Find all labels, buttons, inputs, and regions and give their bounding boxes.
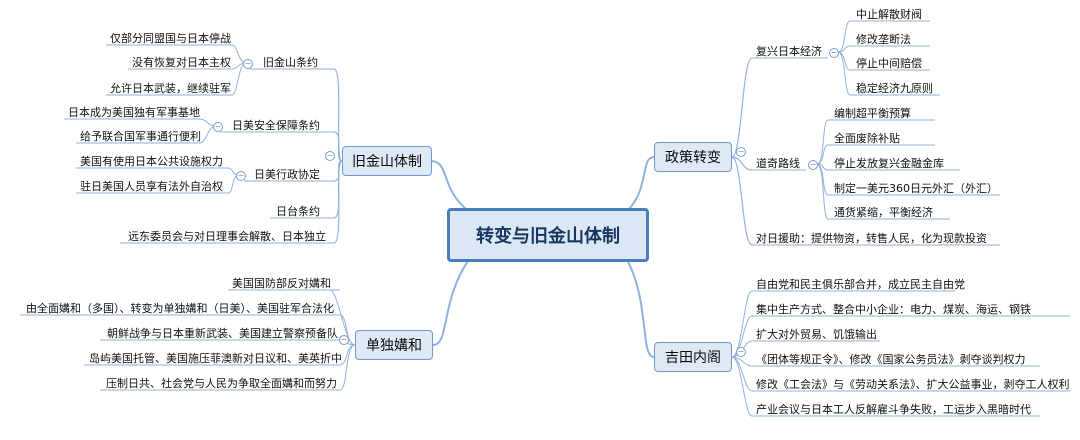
leaf-dandu-2[interactable]: 由全面媾和（多国）、转变为单独媾和（日美）、美国驻军合法化 [26,302,334,315]
main-topic-zhengce[interactable]: 政策转变 [654,142,732,172]
leaf-admin-1[interactable]: 美国有使用日本公共设施权力 [80,155,223,168]
leaf-treaty-1[interactable]: 仅部分同盟国与日本停战 [110,32,231,45]
leaf-admin-2[interactable]: 驻日美国人员享有法外自治权 [80,180,223,193]
connector-yoshida [731,356,753,392]
connector-yoshida [731,290,753,358]
leaf-dandu-4[interactable]: 岛屿美国托管、美国施压菲澳新对日议和、美英折中 [89,352,342,365]
subtopic-taiwan[interactable]: 日台条约 [276,205,320,218]
leaf-yoshida-5[interactable]: 修改《工会法》与《劳动关系法》、扩大公益事业，剥夺工人权利 [756,378,1070,391]
collapse-toggle-icon[interactable]: − [243,59,253,69]
connector-zhengce [731,156,753,171]
connector-zhengce [731,57,753,158]
connector-dandu [329,289,356,346]
connector-root-jiujinshan [431,160,471,213]
connector-dandu [339,344,356,391]
leaf-revive-4[interactable]: 稳定经济九原则 [856,82,933,95]
collapse-toggle-icon[interactable]: − [829,48,839,58]
connector-yoshida [731,356,753,417]
leaf-dodge-4[interactable]: 制定一美元360日元外汇（外汇） [834,182,998,195]
leaf-dandu-3[interactable]: 朝鲜战争与日本重新武装、美国建立警察预备队 [107,327,338,340]
leaf-treaty-3[interactable]: 允许日本武装，继续驻军 [110,82,231,95]
collapse-toggle-icon[interactable]: − [236,171,246,181]
connector-dodge [816,119,829,165]
leaf-yoshida-6[interactable]: 产业会议与日本工人反解雇斗争失败，工运步入黑暗时代 [756,403,1031,416]
connector-root-dandu [432,257,471,346]
leaf-treaty-2[interactable]: 没有恢复对日本主权 [132,56,231,69]
leaf-yoshida-4[interactable]: 《团体等规正令》、修改《国家公务员法》剥夺谈判权力 [756,353,1026,366]
connector-dodge [816,144,829,165]
subtopic-aid[interactable]: 对日援助：提供物资，转售人民，化为现款投资 [756,232,987,245]
main-topic-jiujinshan[interactable]: 旧金山体制 [342,146,432,176]
leaf-yoshida-2[interactable]: 集中生产方式、整合中小企业：电力、煤炭、海运、钢铁 [756,303,1031,316]
leaf-dodge-2[interactable]: 全面废除补贴 [834,132,900,145]
leaf-dandu-1[interactable]: 美国国防部反对媾和 [232,277,331,290]
connector-jiujinshan [333,131,343,162]
leaf-yoshida-1[interactable]: 自由党和民主俱乐部合并，成立民主自由党 [756,278,965,291]
leaf-yoshida-3[interactable]: 扩大对外贸易、饥饿输出 [756,328,877,341]
leaf-dodge-5[interactable]: 通货紧缩，平衡经济 [834,206,933,219]
collapse-toggle-icon[interactable]: − [325,151,335,161]
main-topic-dandu[interactable]: 单独媾和 [355,330,433,360]
subtopic-security[interactable]: 日美安全保障条约 [232,119,320,132]
root-topic[interactable]: 转变与旧金山体制 [447,208,649,262]
connector-jiujinshan [333,68,343,162]
collapse-toggle-icon[interactable]: − [808,160,818,170]
connector-jiujinshan [333,160,343,219]
collapse-toggle-icon[interactable]: − [339,335,349,345]
leaf-dandu-5[interactable]: 压制日共、社会党与人民为争取全面媾和而努力 [106,377,337,390]
collapse-toggle-icon[interactable]: − [213,122,223,132]
connector-revive [837,51,851,96]
leaf-dodge-1[interactable]: 编制超平衡预算 [834,107,911,120]
leaf-dodge-3[interactable]: 停止发放复兴金融金库 [834,157,944,170]
leaf-security-1[interactable]: 日本成为美国独有军事基地 [68,106,200,119]
subtopic-dodge[interactable]: 道奇路线 [756,157,800,170]
subtopic-admin[interactable]: 日美行政协定 [254,168,320,181]
connector-dandu [339,314,356,346]
connector-revive [837,20,851,53]
collapse-toggle-icon[interactable]: − [736,347,746,357]
main-topic-yoshida[interactable]: 吉田内阁 [654,342,732,372]
connector-root-zhengce [625,156,655,213]
connector-root-yoshida [625,257,655,358]
leaf-revive-2[interactable]: 修改垄断法 [856,33,911,46]
collapse-toggle-icon[interactable]: − [736,147,746,157]
subtopic-treaty[interactable]: 旧金山条约 [263,56,318,69]
subtopic-revive[interactable]: 复兴日本经济 [756,45,822,58]
connector-jiujinshan [333,160,343,182]
leaf-security-2[interactable]: 给予联合国军事通行便利 [80,130,201,143]
connector-yoshida [731,315,753,358]
connector-dodge [816,163,829,220]
connector-zhengce [731,156,753,246]
connector-jiujinshan [333,160,343,244]
subtopic-fareast[interactable]: 远东委员会与对日理事会解散、日本独立 [128,230,326,243]
leaf-revive-3[interactable]: 停止中间赔偿 [856,57,922,70]
leaf-revive-1[interactable]: 中止解散财阀 [856,8,922,21]
